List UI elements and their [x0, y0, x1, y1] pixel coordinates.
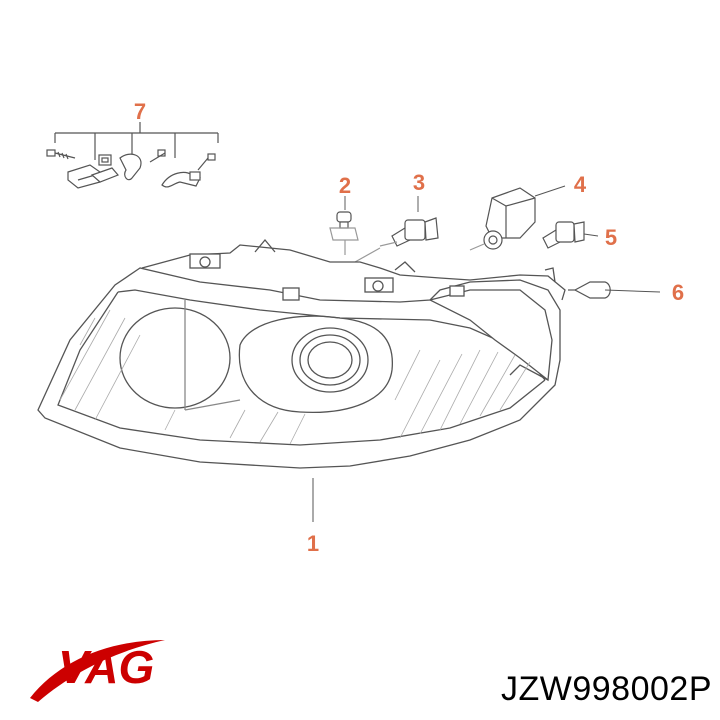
callout-3: 3: [413, 170, 425, 195]
low-beam-reflector: [119, 307, 231, 409]
callout-5: 5: [605, 225, 617, 250]
part-6-side-bulb: [568, 281, 611, 299]
callout-6: 6: [672, 280, 684, 305]
screw-icon: [149, 149, 166, 163]
lens-hatching: [59, 309, 531, 445]
logo-swoosh-icon: [30, 640, 165, 702]
bracket-icon: [161, 171, 201, 188]
part-3-main-bulb: [354, 196, 439, 263]
callout-1: 1: [307, 531, 319, 556]
bracket-icon: [119, 153, 142, 181]
callout-7: 7: [134, 99, 146, 124]
part-7-fastener-set: [46, 122, 219, 189]
part-4-module: [469, 187, 536, 251]
callout-2: 2: [339, 173, 351, 198]
vag-logo: VAG: [30, 640, 165, 702]
leader-lines: [312, 185, 661, 522]
projector-reflector: [238, 315, 394, 414]
leader-line-6: [604, 289, 661, 293]
nut-icon: [90, 154, 120, 183]
screw-icon: [46, 149, 76, 160]
part-5-bulb: [542, 221, 585, 249]
leader-line-4: [534, 185, 566, 197]
part-number: JZW998002P: [501, 670, 712, 708]
part-2-small-bulb: [329, 196, 359, 255]
part-1-headlight-housing: [37, 238, 566, 469]
screw-icon: [197, 153, 216, 171]
projector-lens: [291, 327, 369, 393]
leader-line-5: [583, 233, 599, 237]
callout-4: 4: [574, 172, 587, 197]
callouts: 7 2 3 4 5 6 1: [134, 99, 684, 556]
brand-logo-text: VAG: [58, 641, 154, 693]
